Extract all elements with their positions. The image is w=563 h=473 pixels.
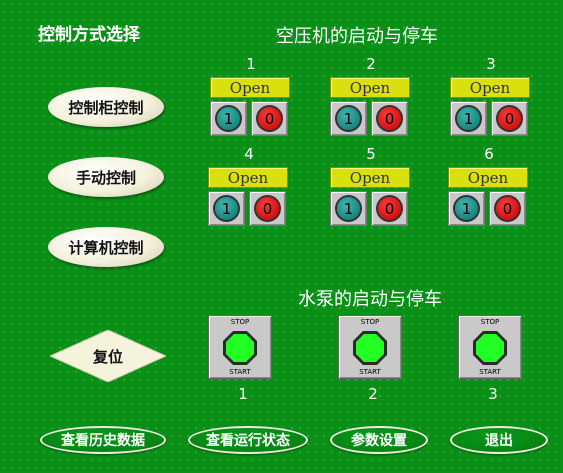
pump-indicator-icon (473, 331, 507, 365)
stop-knob-icon: 0 (256, 105, 283, 132)
reset-button[interactable]: 复位 (48, 329, 168, 383)
pump-number: 1 (238, 385, 248, 403)
start-knob-icon: 1 (453, 195, 480, 222)
stop-knob-icon: 0 (254, 195, 281, 222)
pump-stop-label: STOP (230, 318, 250, 326)
pump-stop-label: STOP (360, 318, 380, 326)
pump-section-title: 水泵的启动与停车 (298, 289, 442, 310)
compressor-status: Open (330, 167, 410, 188)
compressor-start-button[interactable]: 1 (330, 191, 367, 226)
pump-start-label: START (359, 368, 381, 376)
pump-start-label: START (479, 368, 501, 376)
start-knob-icon: 1 (335, 105, 362, 132)
control-mode-title: 控制方式选择 (38, 25, 140, 45)
compressor-number: 4 (244, 145, 254, 163)
computer-control-button[interactable]: 计算机控制 (48, 227, 164, 267)
compressor-number: 6 (484, 145, 494, 163)
compressor-number: 5 (366, 145, 376, 163)
pump-start-stop-button-3[interactable]: STOP START (458, 315, 522, 379)
run-status-button[interactable]: 查看运行状态 (188, 426, 308, 454)
compressor-stop-button[interactable]: 0 (491, 101, 528, 136)
pump-start-stop-button-2[interactable]: STOP START (338, 315, 402, 379)
compressor-start-button[interactable]: 1 (208, 191, 245, 226)
compressor-stop-button[interactable]: 0 (251, 101, 288, 136)
compressor-status: Open (448, 167, 528, 188)
manual-control-button[interactable]: 手动控制 (48, 157, 164, 197)
compressor-stop-button[interactable]: 0 (489, 191, 526, 226)
pump-number: 3 (488, 385, 498, 403)
pump-indicator-icon (223, 331, 257, 365)
compressor-status: Open (450, 77, 530, 98)
compressor-status: Open (208, 167, 288, 188)
compressor-stop-button[interactable]: 0 (249, 191, 286, 226)
start-knob-icon: 1 (335, 195, 362, 222)
compressor-start-button[interactable]: 1 (330, 101, 367, 136)
compressor-section-title: 空压机的启动与停车 (276, 26, 438, 47)
compressor-status: Open (330, 77, 410, 98)
pump-start-label: START (229, 368, 251, 376)
stop-knob-icon: 0 (376, 195, 403, 222)
stop-knob-icon: 0 (496, 105, 523, 132)
pump-start-stop-button-1[interactable]: STOP START (208, 315, 272, 379)
pump-number: 2 (368, 385, 378, 403)
start-knob-icon: 1 (215, 105, 242, 132)
start-knob-icon: 1 (455, 105, 482, 132)
pump-stop-label: STOP (480, 318, 500, 326)
compressor-number: 2 (366, 55, 376, 73)
compressor-number: 3 (486, 55, 496, 73)
compressor-number: 1 (246, 55, 256, 73)
stop-knob-icon: 0 (376, 105, 403, 132)
pump-indicator-icon (353, 331, 387, 365)
compressor-start-button[interactable]: 1 (210, 101, 247, 136)
compressor-start-button[interactable]: 1 (450, 101, 487, 136)
parameter-settings-button[interactable]: 参数设置 (330, 426, 428, 454)
cabinet-control-button[interactable]: 控制柜控制 (48, 87, 164, 127)
compressor-status: Open (210, 77, 290, 98)
compressor-stop-button[interactable]: 0 (371, 191, 408, 226)
start-knob-icon: 1 (213, 195, 240, 222)
exit-button[interactable]: 退出 (450, 426, 548, 454)
compressor-start-button[interactable]: 1 (448, 191, 485, 226)
compressor-stop-button[interactable]: 0 (371, 101, 408, 136)
history-data-button[interactable]: 查看历史数据 (40, 426, 166, 454)
stop-knob-icon: 0 (494, 195, 521, 222)
reset-label: 复位 (92, 347, 123, 366)
